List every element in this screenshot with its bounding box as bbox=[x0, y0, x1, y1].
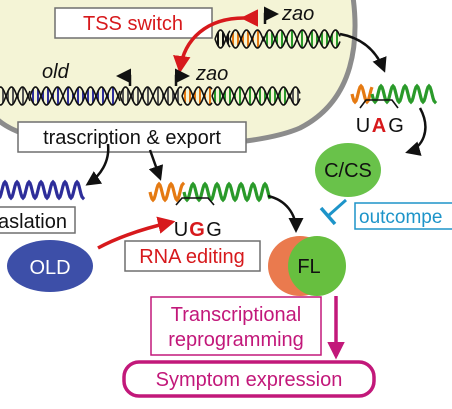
label-old-protein: OLD bbox=[29, 257, 70, 279]
label-fl: FL bbox=[297, 256, 320, 278]
arrow-export-old bbox=[85, 143, 110, 186]
dna-mid-strand bbox=[289, 86, 301, 97]
translation-box bbox=[0, 206, 76, 234]
label-old: old bbox=[42, 61, 70, 83]
promoter-arrow-zao-mid bbox=[174, 68, 190, 86]
mrna-old bbox=[0, 179, 86, 201]
label-ugg-u: U bbox=[174, 219, 188, 241]
fl-protein: FL bbox=[268, 236, 346, 296]
label-ugg-g1: G bbox=[189, 219, 205, 241]
rna-editing-arrow bbox=[97, 216, 176, 250]
label-transcription-export: trascription & export bbox=[43, 127, 221, 149]
dna-mid-strand bbox=[119, 86, 183, 106]
arrow-uag-to-ccs bbox=[405, 107, 427, 156]
dna-mid-strand bbox=[0, 86, 31, 106]
dna-mid-strand bbox=[211, 86, 291, 106]
dna-mid-strand bbox=[289, 95, 301, 106]
label-translation: aslation bbox=[0, 211, 67, 233]
old-protein bbox=[7, 240, 93, 292]
dna-mid-strand bbox=[181, 86, 213, 106]
tss-switch-arrow bbox=[173, 9, 259, 74]
dna-mid-strand bbox=[29, 86, 121, 106]
codon-bracket-ugg bbox=[175, 197, 215, 206]
label-tss-switch: TSS switch bbox=[83, 13, 183, 35]
transcriptional-reprogramming-box bbox=[150, 296, 322, 356]
dna-mid-strand bbox=[181, 86, 213, 106]
symptom-expression-box bbox=[122, 360, 376, 398]
dna-mid-strand bbox=[29, 86, 121, 106]
mrna-right-wave bbox=[350, 83, 374, 105]
dna-mid-strand bbox=[119, 86, 183, 106]
outcompete-box bbox=[354, 202, 452, 230]
transcription-export-box bbox=[17, 121, 247, 153]
inhibition-line bbox=[327, 198, 347, 218]
label-transcriptional-line1: Transcriptional bbox=[171, 304, 301, 326]
dna-top-strand bbox=[263, 29, 341, 49]
arrow-export-zao bbox=[148, 149, 164, 181]
label-uag-g: G bbox=[388, 115, 404, 137]
arrow-zao-transcription bbox=[339, 32, 387, 73]
label-zao-mid: zao bbox=[195, 63, 228, 85]
mrna-left-wave bbox=[0, 179, 86, 201]
ccs-protein bbox=[315, 143, 381, 197]
label-outcompete: outcompe bbox=[359, 207, 442, 228]
mrna-zao-ugg bbox=[148, 181, 272, 203]
label-symptom-expression: Symptom expression bbox=[156, 369, 343, 391]
label-ugg-g2: G bbox=[206, 219, 222, 241]
label-transcriptional-line2: reprogramming bbox=[168, 329, 304, 351]
mrna-zao-uag bbox=[350, 83, 438, 105]
mrna-right-wave bbox=[370, 83, 438, 105]
mrna-mid-wave bbox=[182, 181, 272, 203]
label-uag-a: A bbox=[372, 115, 386, 137]
dna-mid-strand bbox=[0, 86, 31, 106]
label-ccs: C/CS bbox=[324, 160, 372, 182]
promoter-arrow-old bbox=[116, 68, 132, 86]
label-rna-editing: RNA editing bbox=[139, 246, 245, 268]
inhibition-bar bbox=[319, 206, 337, 226]
label-zao-top: zao bbox=[281, 3, 314, 25]
stop-codon-bracket-uag bbox=[359, 99, 399, 109]
label-uag-u: U bbox=[356, 115, 370, 137]
dna-top-strand bbox=[263, 29, 341, 49]
dna-old-zao bbox=[0, 86, 301, 106]
mrna-mid-wave bbox=[148, 181, 186, 203]
rna-editing-box bbox=[124, 240, 261, 272]
dna-mid-strand bbox=[211, 86, 291, 106]
arrow-ugg-to-fl bbox=[267, 194, 304, 233]
dna-zao-top bbox=[214, 29, 341, 49]
promoter-arrow-zao-top bbox=[263, 6, 279, 24]
